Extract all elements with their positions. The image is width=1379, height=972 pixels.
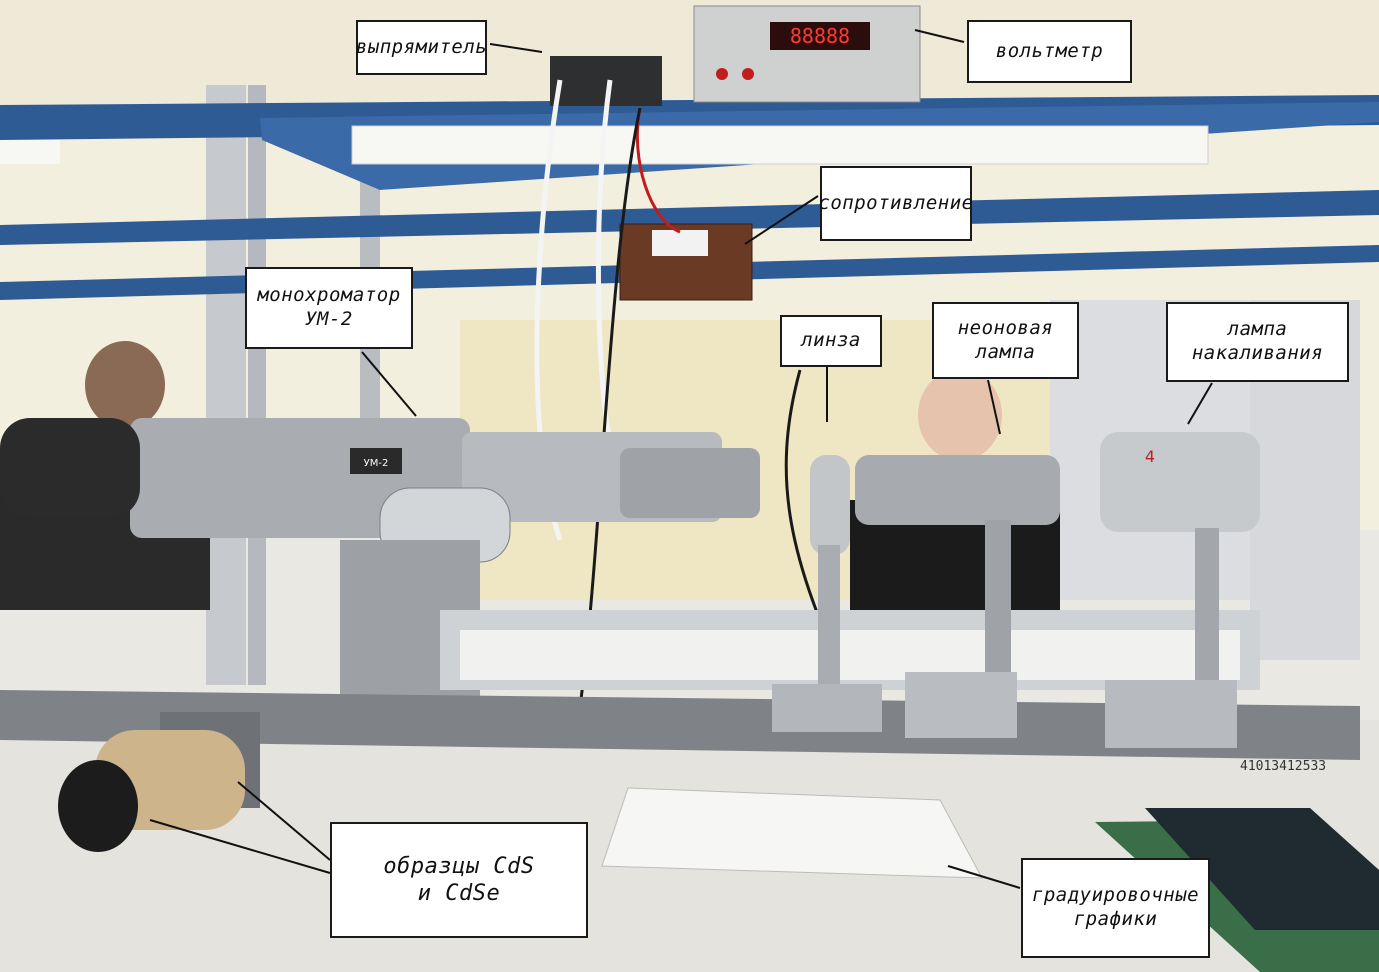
arrow-amplifier: [489, 43, 543, 53]
voltmeter-jack: [716, 68, 728, 80]
label-incandescent-lamp: лампа накаливания: [1166, 302, 1349, 382]
label-voltmeter: вольтметр: [967, 20, 1132, 83]
label-amplifier-text: выпрямитель: [355, 35, 488, 58]
arrow-voltmeter: [914, 29, 965, 43]
label-resistance-text: сопротивление: [818, 191, 974, 214]
label-neon-lamp: неоновая лампа: [932, 302, 1079, 379]
voltmeter-display-text: 88888: [790, 24, 850, 48]
label-resistance: сопротивление: [818, 166, 974, 241]
person-left-head: [85, 341, 165, 429]
neon-lamp-housing: [855, 455, 1060, 525]
rail-carriage: [772, 684, 882, 732]
resistance-plate: [652, 230, 708, 256]
frame-post: [248, 85, 266, 685]
voltmeter-device: [693, 5, 921, 103]
label-amplifier: выпрямитель: [356, 20, 487, 75]
arrow-incandescent: [1187, 382, 1213, 425]
label-incandescent-lamp-text: лампа накаливания: [1191, 318, 1324, 364]
rail-carriage: [1105, 680, 1237, 748]
eyepiece: [0, 418, 140, 518]
neon-lamp-post: [985, 520, 1011, 690]
arrow-samples-2: [149, 819, 331, 874]
shelf-lamp: [351, 125, 1209, 165]
lens-holder: [810, 455, 850, 555]
arrow-resistance: [744, 195, 819, 245]
person-right-head: [918, 369, 1002, 461]
monochromator-collimator: [620, 448, 760, 518]
lens-post: [818, 545, 840, 695]
incandescent-lamp-housing: [1100, 432, 1260, 532]
monochromator-plate-text: УМ-2: [364, 458, 389, 469]
frame-post: [206, 85, 246, 685]
label-calibration-graphs-text: градуировочные графики: [1031, 884, 1200, 930]
label-samples-text: образцы CdS и CdSe: [383, 853, 535, 907]
arrow-samples-1: [237, 781, 331, 861]
voltmeter-screen: [770, 22, 870, 50]
voltmeter-jack: [742, 68, 754, 80]
arrow-calibration: [947, 865, 1021, 889]
incandescent-lamp-post: [1195, 528, 1219, 688]
label-samples: образцы CdS и CdSe: [330, 822, 588, 938]
wall-sockets: [460, 630, 1240, 680]
label-neon-lamp-text: неоновая лампа: [957, 316, 1054, 363]
label-monochromator: монохроматор УМ-2: [245, 267, 413, 349]
label-lens: линза: [780, 315, 882, 367]
rail: [0, 690, 1360, 760]
label-lens-text: линза: [801, 329, 861, 352]
lamp-mark: 4: [1145, 447, 1155, 466]
arrow-neon: [987, 379, 1001, 435]
middle-shelf: [0, 190, 1379, 245]
sample-cap: [58, 760, 138, 852]
label-calibration-graphs: градуировочные графики: [1021, 858, 1210, 958]
rail-carriage: [905, 672, 1017, 738]
rail-serial-text: 41013412533: [1240, 759, 1326, 774]
label-voltmeter-text: вольтметр: [995, 39, 1104, 62]
monochromator-plate: [350, 448, 402, 474]
arrow-monochromator: [361, 351, 417, 417]
shelf-lamp-left: [0, 140, 60, 164]
label-monochromator-text: монохроматор УМ-2: [257, 284, 401, 330]
calibration-sheet: [601, 787, 983, 879]
book-dark: [1145, 808, 1379, 930]
